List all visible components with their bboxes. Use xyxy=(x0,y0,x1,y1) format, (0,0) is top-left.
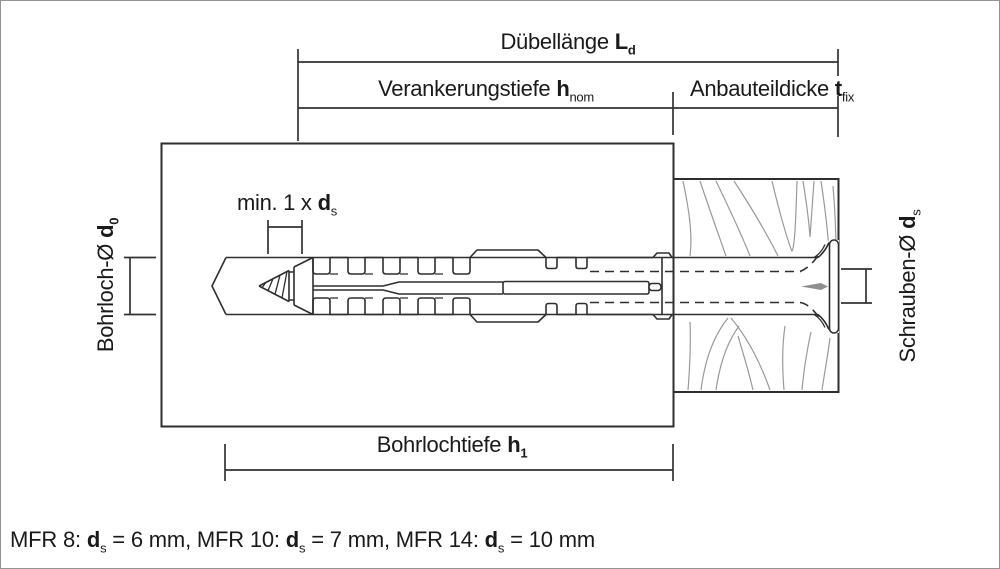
label-schrauben-durchmesser: Schrauben-Ø ds xyxy=(895,210,923,363)
screw-shank xyxy=(502,280,650,295)
anchor-profile-bottom xyxy=(312,297,673,323)
label-bohrlochtiefe-text: Bohrlochtiefe xyxy=(376,432,502,457)
label-duebellaenge-text: Dübellänge xyxy=(500,29,609,54)
anchor-nose-block xyxy=(293,256,314,316)
dim-schrauben-bracket xyxy=(841,268,872,304)
wood-grain xyxy=(682,180,837,391)
label-bohrloch-durchmesser-sub: 0 xyxy=(106,217,122,225)
label-verankerungstiefe-var: h xyxy=(556,76,570,101)
footnote-var-3: d xyxy=(484,527,498,552)
footnote-sub-3: s xyxy=(497,540,505,556)
label-min-abstand-var: d xyxy=(317,190,331,215)
footnote-var-2: d xyxy=(285,527,299,552)
dim-min-bracket xyxy=(267,220,303,254)
label-schrauben-durchmesser-var: d xyxy=(895,215,921,229)
footnote: MFR 8: ds = 6 mm, MFR 10: ds = 7 mm, MFR… xyxy=(10,527,595,556)
footnote-text-1: MFR 8: xyxy=(10,527,87,552)
label-verankerungstiefe-text: Verankerungstiefe xyxy=(378,76,551,101)
hidden-screw-dashes xyxy=(590,250,822,322)
screw-head-flare xyxy=(817,242,830,330)
dim-bohrlochtiefe-line xyxy=(224,444,674,481)
label-anbauteildicke-text: Anbauteildicke xyxy=(689,76,829,101)
footnote-sub-2: s xyxy=(299,540,306,556)
label-min-abstand-text: min. 1 x xyxy=(237,190,312,215)
label-bohrloch-durchmesser-text: Bohrloch-Ø xyxy=(93,243,119,353)
screw-tip xyxy=(258,269,294,303)
footnote-text-3: = 7 mm, MFR 14: xyxy=(305,527,485,552)
footnote-text-4: = 10 mm xyxy=(504,527,595,552)
expansion-slot xyxy=(313,281,503,295)
screw-drive-mark xyxy=(801,283,828,290)
footnote-text-2: = 6 mm, MFR 10: xyxy=(106,527,286,552)
screw xyxy=(258,239,840,334)
screw-shank-tail xyxy=(648,282,662,292)
dimension-lines xyxy=(124,49,872,481)
dim-bohrloch-bracket xyxy=(124,256,156,316)
label-bohrloch-durchmesser: Bohrloch-Ø d0 xyxy=(93,218,121,353)
label-schrauben-durchmesser-sub: s xyxy=(908,209,924,216)
label-anbauteildicke-var: t xyxy=(834,76,842,101)
footnote-sub-1: s xyxy=(100,540,107,556)
label-bohrlochtiefe-var: h xyxy=(507,432,521,457)
anchor-profile-top xyxy=(312,249,673,275)
anchor-sleeve xyxy=(293,249,673,323)
label-duebellaenge-var: L xyxy=(614,29,628,54)
label-verankerungstiefe-sub: nom xyxy=(569,89,595,105)
label-min-abstand-sub: s xyxy=(330,203,338,219)
label-bohrloch-durchmesser-var: d xyxy=(93,224,119,238)
label-duebellaenge-sub: d xyxy=(627,42,636,58)
footnote-var-1: d xyxy=(86,527,101,552)
label-schrauben-durchmesser-text: Schrauben-Ø xyxy=(895,234,921,363)
dim-duebellaenge-line xyxy=(297,49,839,141)
dim-hnom-tfix-line xyxy=(298,92,838,135)
screw-tip-threads xyxy=(261,271,288,299)
screw-head-face xyxy=(828,239,840,334)
screw-head-flare-inner xyxy=(813,244,826,328)
label-bohrlochtiefe-sub: 1 xyxy=(520,445,528,461)
label-anbauteildicke-sub: fix xyxy=(841,89,855,105)
